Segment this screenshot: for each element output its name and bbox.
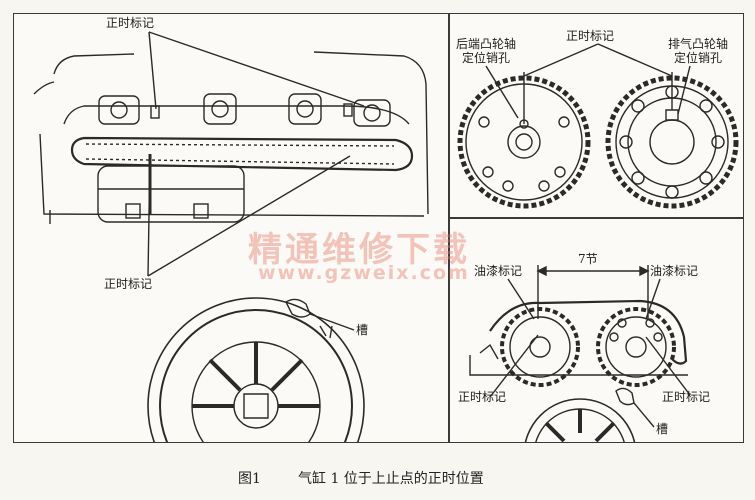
timing-mark-label-right-top: 正时标记 — [566, 29, 615, 43]
figure-title: 气缸 1 位于上止点的正时位置 — [298, 471, 484, 487]
exhaust-cam-pin-label: 排气凸轮轴 定位销孔 — [668, 37, 729, 66]
paint-marks-panel: 油漆标记 7节 油漆标记 正时标记 正时标记 槽 — [449, 218, 744, 443]
groove-label-right: 槽 — [656, 422, 669, 436]
paint-mark-label-right: 油漆标记 — [650, 264, 699, 278]
paint-mark-label-left: 油漆标记 — [474, 264, 523, 278]
rear-cam-pin-line1: 后端凸轮轴 — [456, 37, 517, 51]
figure-number: 图1 — [238, 471, 261, 487]
cam-sprockets-panel: 后端凸轮轴 定位销孔 正时标记 排气凸轮轴 定位销孔 — [449, 13, 744, 218]
paint-marks-drawing — [469, 265, 691, 442]
exhaust-cam-pin-line1: 排气凸轮轴 — [668, 37, 729, 51]
exhaust-cam-pin-line2: 定位销孔 — [674, 50, 723, 65]
cam-sprockets-drawing — [457, 43, 739, 209]
timing-mark-label-br-right: 正时标记 — [662, 390, 711, 404]
timing-mark-label-br-left: 正时标记 — [458, 390, 507, 404]
rear-cam-pin-label: 后端凸轮轴 定位销孔 — [456, 37, 517, 66]
watermark-brand: 精通维修下载 — [248, 230, 470, 270]
groove-label-left: 槽 — [356, 323, 369, 337]
left-engine-panel: 正时标记 正时标记 槽 — [13, 13, 449, 443]
rear-cam-pin-line2: 定位销孔 — [462, 50, 511, 65]
seven-links-label: 7节 — [578, 252, 598, 266]
timing-mark-label-top: 正时标记 — [106, 16, 155, 30]
engine-timing-drawing — [33, 31, 429, 442]
watermark-url: www.gzweix.com — [258, 262, 470, 284]
timing-mark-label-lower: 正时标记 — [104, 277, 153, 291]
